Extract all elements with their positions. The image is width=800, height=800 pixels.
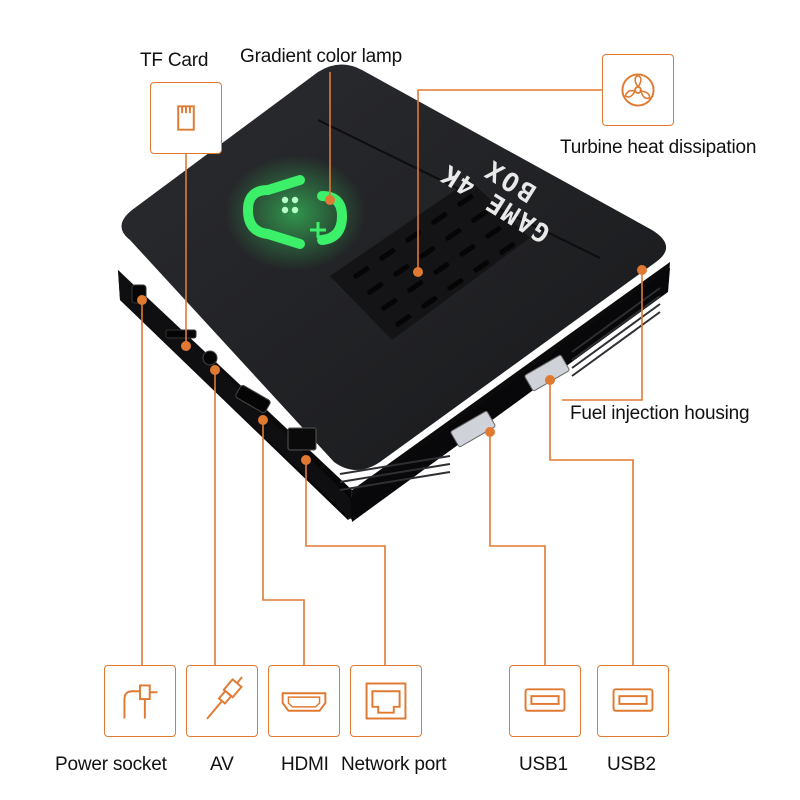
hdmi-port-icon (281, 692, 327, 712)
hdmi-port (235, 385, 271, 413)
label-fuel-injection: Fuel injection housing (570, 403, 750, 424)
sd-card-icon (177, 105, 195, 131)
turbine-box (602, 54, 674, 126)
power-plug-icon (123, 684, 158, 719)
label-tf-card: TF Card (140, 50, 209, 71)
av-jack (202, 350, 218, 366)
ethernet-port-icon (365, 682, 407, 720)
power-socket-box (104, 665, 176, 737)
label-av: AV (210, 754, 234, 775)
av-box (186, 665, 258, 737)
label-hdmi: HDMI (281, 754, 329, 775)
logo-buttons (281, 196, 299, 214)
label-usb1: USB1 (519, 754, 568, 775)
usb1-box (509, 665, 581, 737)
label-gradient-lamp: Gradient color lamp (240, 46, 402, 67)
callout-dots (137, 195, 647, 465)
usb-port-icon (524, 688, 566, 712)
ethernet-port (287, 427, 317, 451)
av-cable-icon (206, 676, 243, 720)
fan-icon (621, 73, 655, 107)
usb2-box (597, 665, 669, 737)
usb-port-icon (612, 688, 654, 712)
hdmi-box (268, 665, 340, 737)
label-turbine: Turbine heat dissipation (560, 137, 757, 158)
label-usb2: USB2 (607, 754, 656, 775)
top-grille (330, 180, 530, 340)
label-network-port: Network port (341, 754, 447, 775)
network-port-box (350, 665, 422, 737)
tf-slot (165, 329, 197, 339)
right-vents (339, 287, 661, 491)
label-power-socket: Power socket (55, 754, 167, 775)
usb1-port (450, 410, 496, 448)
tf-card-box (150, 82, 222, 154)
